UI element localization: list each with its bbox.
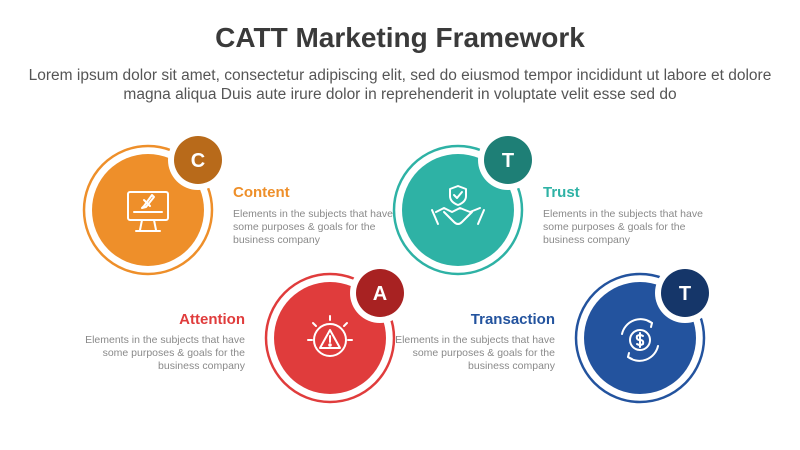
content-heading: Content [233, 184, 290, 201]
transaction-desc: Elements in the subjects that have some … [395, 334, 555, 372]
attention-badge [356, 269, 404, 317]
item-transaction: T [574, 263, 715, 404]
page-subtitle: Lorem ipsum dolor sit amet, consectetur … [28, 67, 772, 103]
trust-heading: Trust [543, 184, 580, 201]
transaction-badge [661, 269, 709, 317]
content-badge [174, 136, 222, 184]
trust-desc: Elements in the subjects that have some … [543, 208, 703, 246]
page-title: CATT Marketing Framework [215, 22, 585, 53]
attention-badge-letter: A [373, 283, 387, 305]
transaction-heading: Transaction [470, 311, 555, 328]
attention-ring [264, 272, 396, 404]
content-badge-letter: C [191, 150, 205, 172]
transaction-badge-letter: T [679, 283, 691, 305]
trust-badge-letter: T [502, 150, 514, 172]
item-trust: T [392, 130, 538, 276]
item-content: C [82, 130, 228, 276]
transaction-ring [574, 272, 706, 404]
handshake-icon [431, 185, 485, 225]
computer-icon [127, 191, 169, 232]
attention-heading: Attention [179, 311, 245, 328]
alert-icon [307, 315, 353, 357]
trust-badge [484, 136, 532, 184]
item-attention: A [264, 263, 410, 404]
content-circle [92, 154, 204, 266]
money-cycle-icon [621, 318, 659, 362]
attention-desc: Elements in the subjects that have some … [85, 334, 245, 372]
trust-ring [392, 144, 524, 276]
content-ring [82, 144, 214, 276]
content-desc: Elements in the subjects that have some … [233, 208, 393, 246]
